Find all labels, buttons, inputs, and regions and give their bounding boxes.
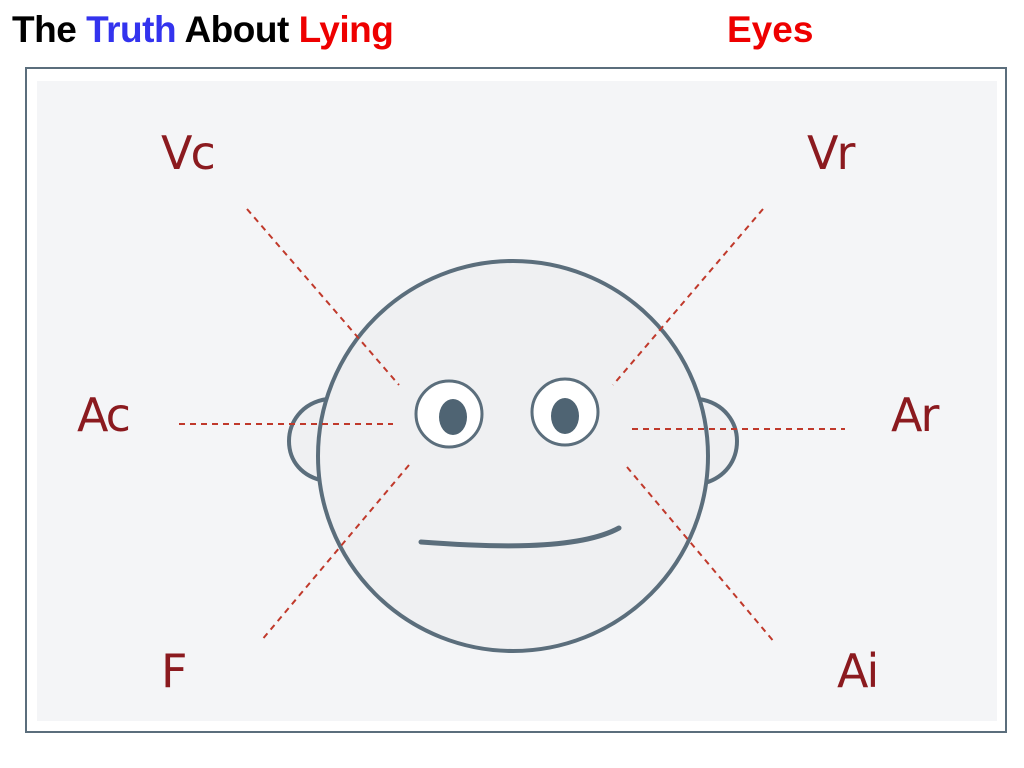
left-pupil (439, 399, 467, 435)
right-pupil (551, 398, 579, 434)
title-word-the: The (12, 9, 87, 50)
label-ac: Ac (77, 388, 129, 442)
label-ar: Ar (891, 388, 939, 442)
direction-line-f (260, 464, 410, 642)
diagram-panel: Vc Vr Ac Ar F Ai (37, 81, 997, 721)
diagram-frame: Vc Vr Ac Ar F Ai (25, 67, 1007, 733)
label-vc: Vc (161, 126, 214, 180)
mouth (418, 525, 622, 549)
title-word-eyes: Eyes (727, 9, 814, 50)
label-f: F (161, 644, 185, 698)
direction-line-vr (612, 208, 764, 386)
face-head (316, 259, 710, 653)
title-word-about: About (176, 9, 299, 50)
slide-title: The Truth About Lying (12, 6, 394, 54)
eye-cues-diagram: Vc Vr Ac Ar F Ai (77, 126, 941, 698)
label-ai: Ai (837, 644, 877, 698)
direction-line-ai (626, 466, 776, 644)
label-vr: Vr (807, 126, 855, 180)
title-word-lying: Lying (298, 9, 394, 50)
direction-line-vc (246, 208, 400, 386)
title-word-truth: Truth (86, 9, 177, 50)
